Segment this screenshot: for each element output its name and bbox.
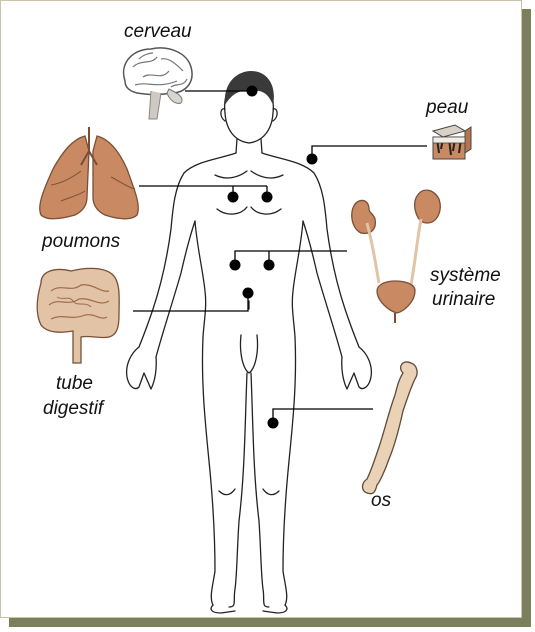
marker-digestive xyxy=(243,288,254,299)
label-digestive-line2: digestif xyxy=(43,398,103,420)
connector-lines xyxy=(133,91,427,423)
marker-skin xyxy=(307,154,318,165)
femur-icon xyxy=(363,362,418,494)
organ-markers xyxy=(228,86,318,429)
lungs-icon xyxy=(40,127,139,219)
marker-lung-right xyxy=(262,192,273,203)
label-brain: cerveau xyxy=(124,21,192,43)
label-urinary-line2: urinaire xyxy=(432,289,495,311)
marker-kidney-left xyxy=(230,260,241,271)
marker-kidney-right xyxy=(264,260,275,271)
marker-lung-left xyxy=(228,192,239,203)
brain-icon xyxy=(124,48,192,119)
urinary-system-icon xyxy=(352,190,441,323)
label-bone: os xyxy=(371,490,391,512)
marker-bone xyxy=(268,418,279,429)
label-digestive-line1: tube xyxy=(56,373,93,395)
label-lungs: poumons xyxy=(42,231,120,253)
label-urinary-line1: système xyxy=(430,265,501,287)
marker-brain xyxy=(247,86,258,97)
figure-frame: cerveau peau poumons système urinaire tu… xyxy=(0,0,522,618)
label-skin: peau xyxy=(426,97,468,119)
skin-icon xyxy=(433,125,471,159)
human-body-outline xyxy=(127,79,372,613)
intestine-icon xyxy=(37,268,119,363)
